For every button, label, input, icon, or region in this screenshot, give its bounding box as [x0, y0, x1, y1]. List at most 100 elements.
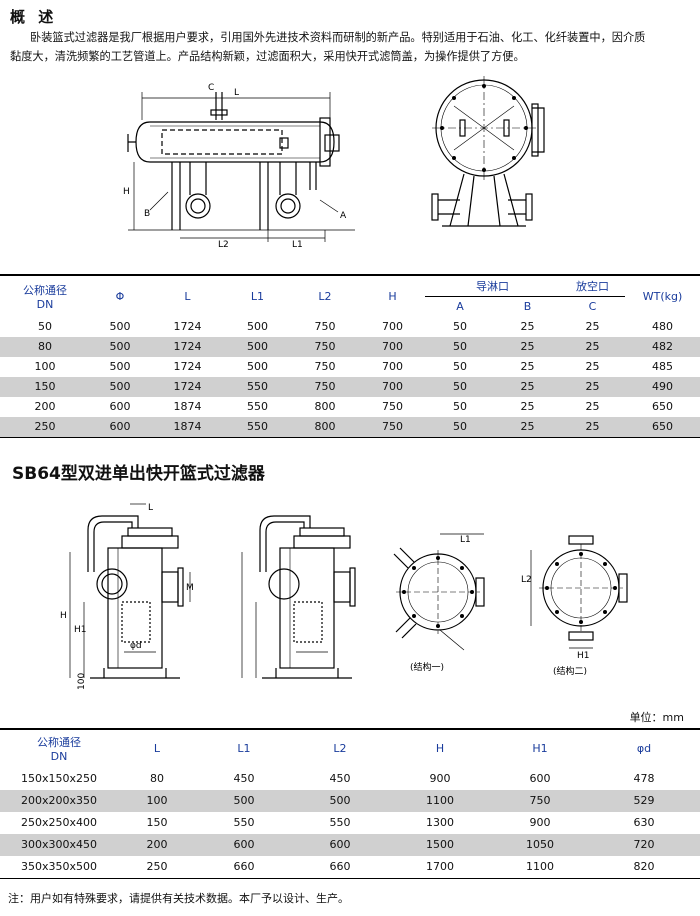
table-cell: 750 [290, 376, 360, 397]
caption-structure-2: (结构二) [553, 665, 587, 677]
table-cell: 550 [225, 376, 290, 397]
table-cell: 500 [90, 336, 150, 357]
table-cell: 750 [290, 336, 360, 357]
t2-header-h: H [435, 742, 445, 755]
table-cell: 150x150x250 [20, 772, 97, 785]
table-cell: 250 [146, 860, 168, 873]
table-cell: 1100 [388, 789, 492, 812]
table-cell: 250 [0, 416, 90, 437]
table-cell: 1050 [492, 833, 588, 856]
unit-label: 单位：mm [629, 711, 684, 724]
table-1-top-rule [0, 274, 700, 276]
table-cell: 200 [118, 833, 196, 856]
sb64-label-l: L [148, 503, 153, 513]
table-cell: 500 [109, 360, 131, 373]
table-cell: 450 [329, 772, 351, 785]
sb64-label-h1: H1 [74, 625, 87, 635]
table-cell: 200x200x350 [0, 789, 118, 812]
table-cell: 900 [529, 816, 551, 829]
t2-header-l: L [153, 742, 161, 755]
table-cell: 630 [633, 816, 655, 829]
table-cell: 300x300x450 [0, 833, 118, 856]
table-cell: 550 [247, 400, 268, 413]
table-cell: 25 [495, 336, 560, 357]
table-1-bottom-rule [0, 436, 700, 438]
table-cell: 900 [429, 772, 451, 785]
t2-header-h1: H1 [532, 742, 548, 755]
table-cell: 1300 [426, 816, 454, 829]
table-cell: 1874 [150, 416, 225, 437]
table-cell: 50 [38, 320, 52, 333]
table-cell: 250x250x400 [20, 816, 97, 829]
header-phi: Φ [115, 289, 125, 303]
table-cell: 529 [588, 789, 700, 812]
overview-line-1: 卧装篮式过滤器是我厂根据用户要求，引用国外先进技术资料而研制的新产品。特别适用于… [30, 31, 646, 44]
table-cell: 100 [34, 360, 56, 373]
table-cell: 750 [314, 320, 336, 333]
table-cell: 700 [382, 360, 403, 373]
table-cell: 500 [90, 376, 150, 397]
table-cell: 1700 [426, 860, 454, 873]
table-cell: 500 [247, 320, 268, 333]
table-cell: 100 [118, 789, 196, 812]
table-cell: 25 [560, 336, 625, 357]
table-cell: 25 [560, 416, 625, 437]
header-wt: WT(kg) [642, 289, 683, 303]
header-l1: L1 [250, 289, 265, 303]
table-cell: 700 [382, 320, 403, 333]
table-cell: 500 [196, 789, 292, 812]
table-cell: 1724 [173, 320, 202, 333]
table-cell: 1100 [526, 860, 554, 873]
table-cell: 478 [633, 772, 655, 785]
table-cell: 500 [109, 320, 131, 333]
sb64-label-100: 100 [77, 673, 87, 690]
table-cell: 1724 [150, 376, 225, 397]
sb64-front-view-1: L H H1 M φd 100 [60, 503, 194, 690]
dim-label-l: L [234, 88, 239, 98]
caption-structure-1: (结构一) [410, 661, 444, 673]
header-c: C [588, 300, 597, 313]
sb64-title: SB64型双进单出快开篮式过滤器 [12, 464, 265, 484]
sb64-label-phid: φd [130, 641, 142, 651]
table-cell: 50 [453, 360, 467, 373]
table-cell: 750 [492, 789, 588, 812]
table-cell: 700 [360, 336, 425, 357]
dim-label-c: C [208, 83, 214, 93]
table-cell: 820 [633, 860, 655, 873]
dim-label-b: B [144, 209, 150, 219]
dim-label-l1: L1 [292, 240, 303, 250]
table-cell: 800 [314, 400, 336, 413]
table-cell: 600 [529, 772, 551, 785]
table-cell: 720 [588, 833, 700, 856]
table-cell: 500 [225, 336, 290, 357]
table-cell: 700 [360, 376, 425, 397]
sb64-label-m: M [186, 583, 194, 593]
plan2-label-l2: L2 [521, 575, 532, 585]
table-cell: 150 [0, 376, 90, 397]
table-2-bottom-rule [0, 877, 700, 879]
overview-text: 卧装篮式过滤器是我厂根据用户要求，引用国外先进技术资料而研制的新产品。特别适用于… [10, 28, 690, 66]
header-l: L [184, 289, 191, 303]
table-cell: 25 [495, 416, 560, 437]
sb64-label-h: H [60, 611, 67, 621]
table-cell: 750 [382, 400, 403, 413]
table-cell: 25 [520, 320, 535, 333]
horizontal-filter-end-drawing [431, 76, 545, 227]
table-cell: 600 [90, 416, 150, 437]
table-cell: 750 [314, 360, 336, 373]
table-cell: 550 [329, 816, 351, 829]
table-cell: 450 [233, 772, 255, 785]
header-l2: L2 [318, 289, 332, 303]
sb64-plan-view-1: L1 (结构一) [393, 533, 485, 673]
table-cell: 500 [247, 360, 268, 373]
